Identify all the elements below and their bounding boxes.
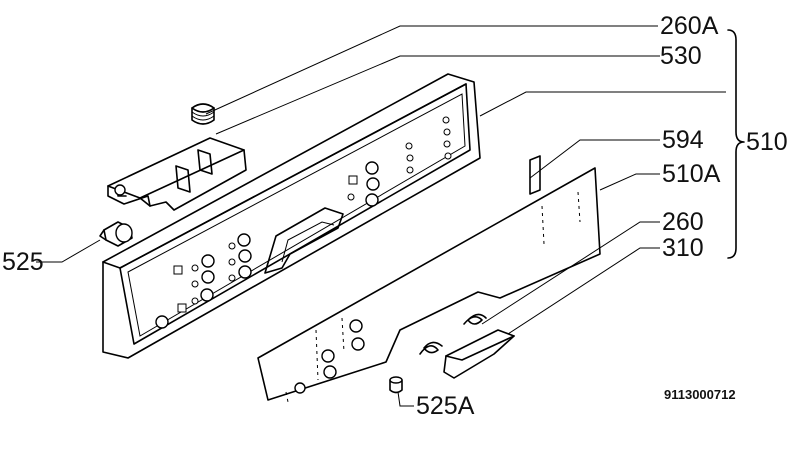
springs-260 <box>419 313 487 355</box>
push-button-310 <box>443 329 515 379</box>
callout-530: 530 <box>660 42 702 70</box>
callout-525a: 525A <box>416 392 475 420</box>
switch-bracket-530 <box>107 137 247 211</box>
knob-525 <box>99 221 133 247</box>
spring-260a <box>191 103 215 125</box>
callout-260: 260 <box>662 208 704 236</box>
callout-594: 594 <box>662 126 704 154</box>
callout-260a: 260A <box>660 12 719 40</box>
control-panel-housing <box>102 73 481 359</box>
plug-525a <box>389 376 403 394</box>
strip-594 <box>529 155 541 195</box>
callout-525: 525 <box>2 248 44 276</box>
fascia-plate-510a <box>257 167 601 403</box>
callout-510a: 510A <box>662 160 721 188</box>
leader-lines <box>36 25 726 407</box>
callout-310: 310 <box>662 234 704 262</box>
callout-510: 510 <box>746 128 788 156</box>
drawing-number: 9113000712 <box>664 387 736 402</box>
group-brace <box>727 29 745 259</box>
